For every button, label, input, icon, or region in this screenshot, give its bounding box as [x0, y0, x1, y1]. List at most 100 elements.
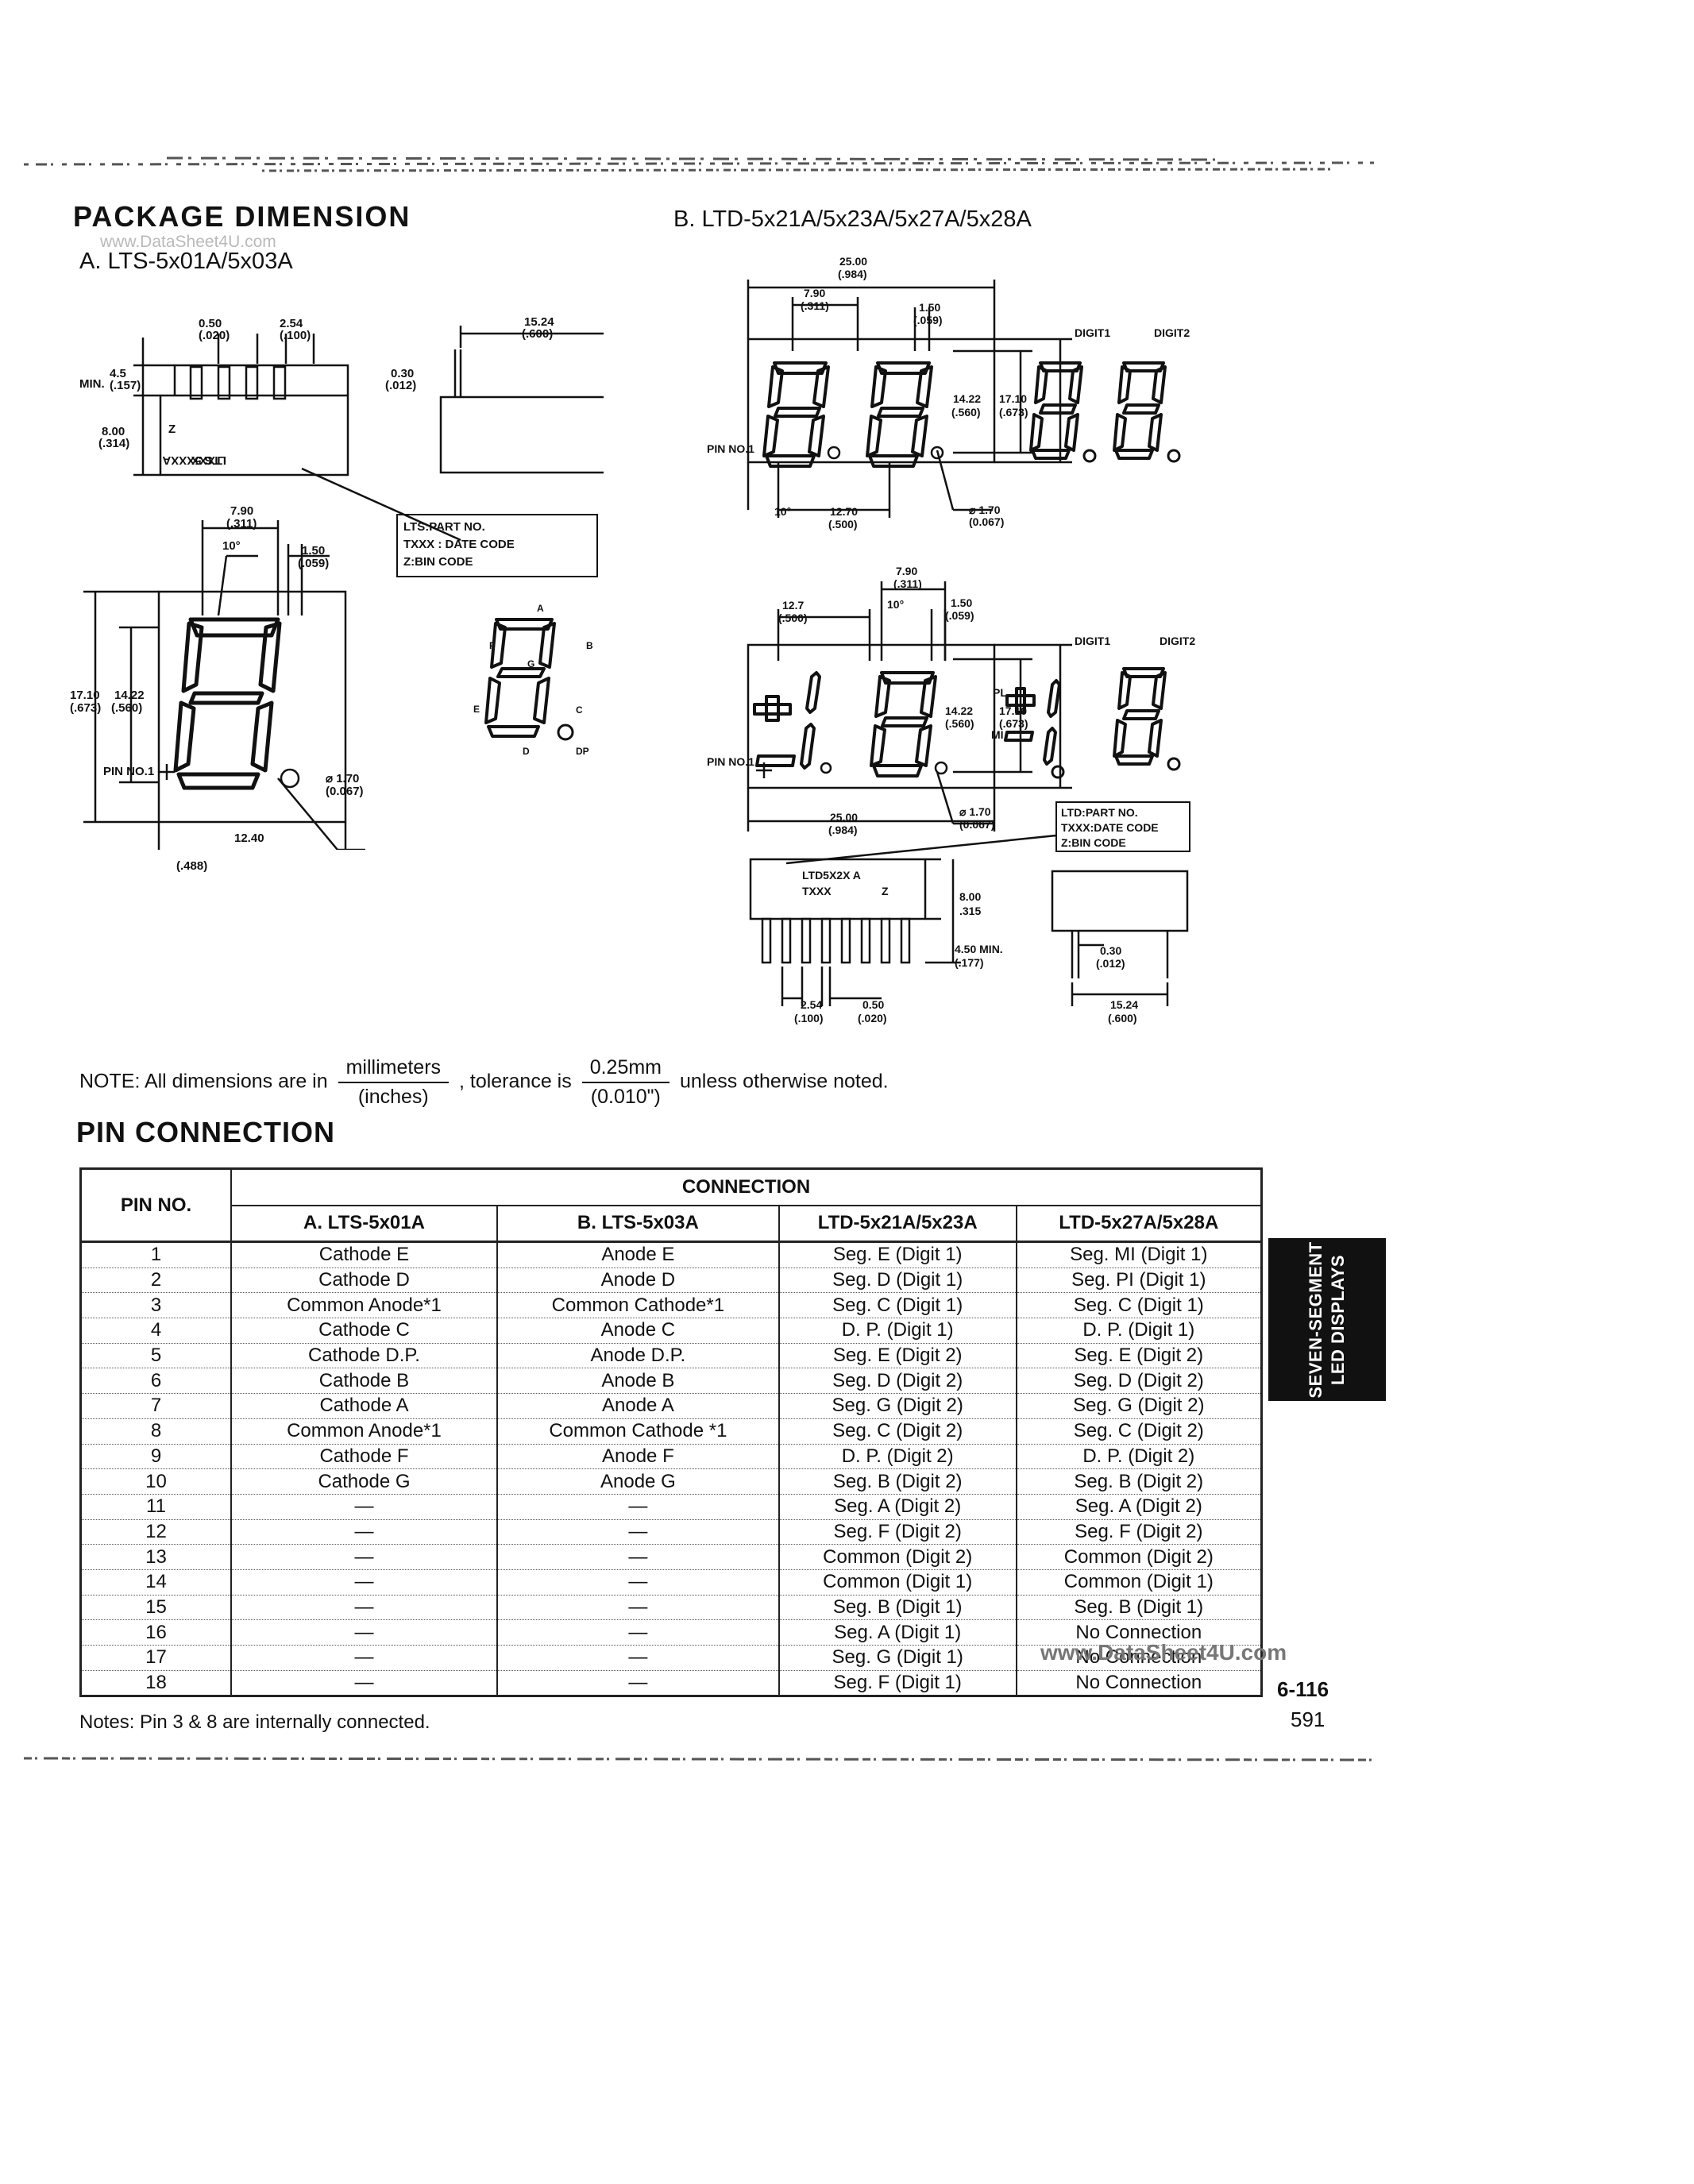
connection-cell: Cathode E: [230, 1241, 498, 1268]
b-seg-width: 1.50: [919, 301, 940, 314]
connection-cell: Common Anode*1: [230, 1292, 498, 1319]
b-digit2: DIGIT2: [1154, 326, 1190, 339]
b-side-pitch-in: (.600): [1108, 1012, 1137, 1024]
a-depth-in: (.314): [98, 437, 129, 450]
b-body-mark-2: TXXX: [802, 885, 832, 897]
connection-cell: No Connection: [1015, 1619, 1263, 1646]
a-dp-dia-in: (0.067): [326, 785, 364, 798]
connection-cell: —: [230, 1670, 498, 1697]
drawing-a: 0.50 (.020) 2.54 (.100) MIN. 4.5 (.157) …: [70, 315, 604, 850]
b-dp-dia-in: (0.067): [969, 515, 1004, 528]
side-tab-line-2: LED DISPLAYS: [1328, 1254, 1348, 1385]
connection-cell: —: [230, 1595, 498, 1621]
a-label-line-1: LTS:PART NO.: [403, 520, 485, 534]
b-pin-len-in: (.177): [955, 956, 984, 969]
b-total-width-in-2: (.984): [828, 824, 858, 836]
a-char-width: 7.90: [230, 504, 253, 518]
connection-cell: —: [230, 1494, 498, 1520]
b-z-mark: Z: [882, 885, 889, 897]
a-side-pitch-in: (.600): [522, 327, 553, 341]
connection-cell: Common Anode*1: [230, 1418, 498, 1445]
b-label-line-2: TXXX:DATE CODE: [1061, 821, 1159, 834]
a-pin-width-in: (.020): [199, 329, 230, 342]
pin-connection-table: PIN NO. CONNECTION A. LTS-5x01A B. LTS-5…: [79, 1167, 1263, 1698]
connection-cell: —: [496, 1595, 780, 1621]
pin-number-cell: 16: [79, 1619, 232, 1646]
connection-header: CONNECTION: [230, 1168, 1263, 1206]
connection-cell: No Connection: [1015, 1670, 1263, 1697]
connection-cell: Seg. C (Digit 2): [778, 1418, 1017, 1445]
col-header-ltd-5x21a: LTD-5x21A/5x23A: [778, 1205, 1017, 1243]
connection-cell: —: [230, 1645, 498, 1671]
connection-cell: Seg. A (Digit 2): [1015, 1494, 1263, 1520]
connection-cell: Seg. F (Digit 2): [1015, 1519, 1263, 1545]
b-side-pitch: 15.24: [1110, 998, 1138, 1011]
connection-cell: Seg. B (Digit 2): [1015, 1468, 1263, 1495]
note-unit-num: millimeters: [338, 1056, 450, 1083]
pin-number-cell: 11: [79, 1494, 232, 1520]
connection-cell: Cathode C: [230, 1318, 498, 1344]
footnote: Notes: Pin 3 & 8 are internally connecte…: [79, 1711, 430, 1733]
b-dp-dia-in-2: (0.067): [959, 818, 994, 831]
watermark-top: www.DataSheet4U.com: [100, 233, 276, 251]
b-height-inner-2: 14.22: [945, 704, 973, 717]
a-seg-width-in: (.059): [298, 557, 329, 570]
b-side-lead: 0.30: [1100, 944, 1121, 957]
b-pin1-lower: PIN NO.1: [707, 755, 754, 768]
a-body-width: 12.40: [234, 832, 264, 845]
connection-cell: Common (Digit 1): [1015, 1569, 1263, 1596]
connection-cell: —: [496, 1519, 780, 1545]
a-pin-len-in: (.157): [110, 379, 141, 392]
b-height-inner-in-2: (.560): [945, 717, 974, 730]
pin-number-cell: 5: [79, 1343, 232, 1369]
a-seg-label-d: D: [523, 746, 530, 757]
pin-no-header: PIN NO.: [79, 1168, 232, 1243]
connection-cell: —: [496, 1645, 780, 1671]
pin-number-cell: 10: [79, 1468, 232, 1495]
dimension-note: NOTE: All dimensions are in millimeters …: [79, 1056, 889, 1109]
connection-cell: Seg. MI (Digit 1): [1015, 1241, 1263, 1268]
b-height-outer-2: 17.10: [999, 704, 1027, 717]
note-unit-fraction: millimeters (inches): [338, 1056, 450, 1109]
b-digit-pitch-2: 12.7: [782, 599, 804, 612]
connection-cell: Seg. D (Digit 2): [778, 1368, 1017, 1395]
a-seg-label-f: F: [489, 640, 495, 651]
pin-number-cell: 4: [79, 1318, 232, 1344]
connection-cell: —: [496, 1619, 780, 1646]
connection-cell: Common (Digit 1): [778, 1569, 1017, 1596]
b-pin-pitch-in: (.100): [794, 1012, 824, 1024]
pin-number-cell: 15: [79, 1595, 232, 1621]
note-middle: , tolerance is: [458, 1070, 572, 1093]
a-z-mark: Z: [168, 423, 176, 436]
b-pl-label: PL: [993, 686, 1007, 699]
b-body-mark-1: LTD5X2X A: [802, 869, 861, 882]
col-header-lts-5x01a: A. LTS-5x01A: [230, 1205, 498, 1243]
pin-number-cell: 6: [79, 1368, 232, 1395]
b-total-width: 25.00: [839, 255, 867, 268]
connection-cell: Anode D: [496, 1268, 780, 1294]
connection-cell: —: [496, 1544, 780, 1570]
b-digit-pitch-in: (.500): [828, 518, 858, 531]
b-angle: 10°: [774, 505, 791, 518]
connection-cell: —: [496, 1670, 780, 1697]
pin-number-cell: 12: [79, 1519, 232, 1545]
a-height-outer-in: (.673): [70, 701, 101, 715]
watermark-bottom: www.DataSheet4U.com: [1040, 1640, 1287, 1665]
table-row: 18——Seg. F (Digit 1)No Connection: [79, 1670, 1263, 1697]
b-pin-width: 0.50: [862, 998, 884, 1011]
connection-cell: Common (Digit 2): [1015, 1544, 1263, 1570]
pin-number-cell: 2: [79, 1268, 232, 1294]
b-height-outer-in-2: (.673): [999, 717, 1028, 730]
note-prefix: NOTE: All dimensions are in: [79, 1070, 328, 1093]
table-row: 17——Seg. G (Digit 1)No Connection: [79, 1645, 1263, 1671]
scan-noise-top: [24, 156, 1374, 172]
a-body-width-in: (.488): [176, 859, 208, 873]
a-label-line-3: Z:BIN CODE: [403, 555, 473, 569]
connection-cell: Anode E: [496, 1241, 780, 1268]
